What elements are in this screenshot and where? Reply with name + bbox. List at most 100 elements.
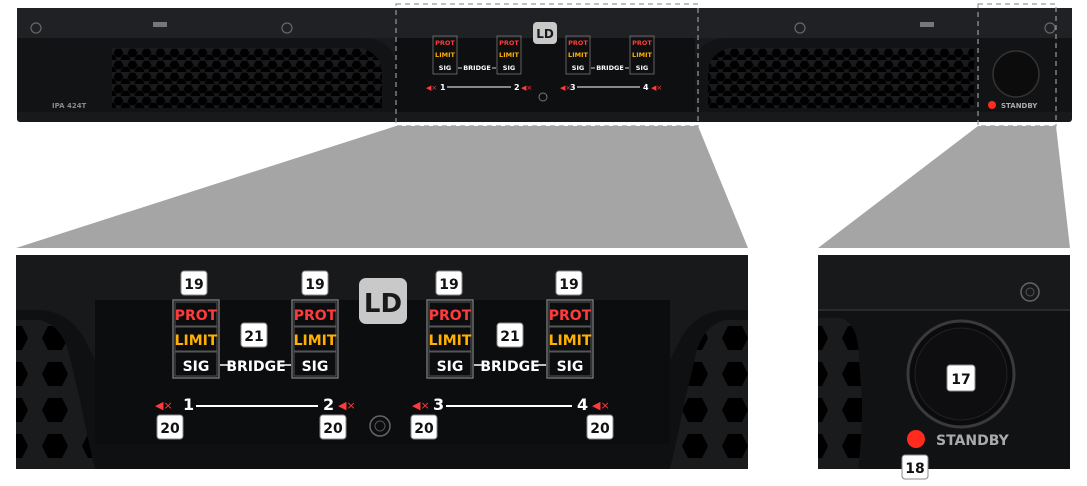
small-block-3: PROT LIMIT SIG — [565, 35, 591, 75]
callouts: 19 19 19 19 21 21 20 20 — [156, 270, 976, 480]
prot-label: PROT — [499, 39, 519, 47]
svg-text:20: 20 — [323, 421, 343, 437]
screw — [281, 22, 293, 34]
speaker-mute-icon[interactable]: ◀× — [412, 399, 430, 412]
channel-label-small: 3 — [570, 83, 576, 92]
prot-indicator: PROT — [294, 308, 337, 324]
model-label: IPA 424T — [52, 102, 87, 110]
zoomed-display-panel: LD PROT LIMIT SIG PROT LIMIT SIG PROT LI… — [16, 255, 748, 469]
speaker-mute-icon[interactable]: ◀× — [521, 84, 532, 92]
callout-20: 20 — [319, 414, 347, 440]
standby-label: STANDBY — [936, 433, 1010, 449]
prot-label: PROT — [435, 39, 455, 47]
svg-text:18: 18 — [905, 461, 924, 477]
callout-20: 20 — [156, 414, 184, 440]
small-block-4: PROT LIMIT SIG — [629, 35, 655, 75]
limit-label: LIMIT — [499, 51, 519, 59]
speaker-mute-icon[interactable]: ◀× — [338, 399, 356, 412]
prot-label: PROT — [568, 39, 588, 47]
speaker-mute-icon[interactable]: ◀× — [560, 84, 571, 92]
limit-label: LIMIT — [632, 51, 652, 59]
small-block-2: PROT LIMIT SIG — [496, 35, 522, 75]
channel-block-4: PROT LIMIT SIG — [546, 299, 594, 379]
callout-19: 19 — [435, 270, 463, 296]
callout-21: 21 — [240, 322, 268, 348]
sig-label: SIG — [439, 64, 451, 72]
prot-indicator: PROT — [549, 308, 592, 324]
standby-label-small: STANDBY — [1001, 102, 1038, 110]
prot-indicator: PROT — [429, 308, 472, 324]
svg-text:20: 20 — [414, 421, 434, 437]
speaker-mute-icon[interactable]: ◀× — [651, 84, 662, 92]
zoomed-right-vent — [670, 320, 748, 469]
channel-block-1: PROT LIMIT SIG — [172, 299, 220, 379]
speaker-mute-icon[interactable]: ◀× — [155, 399, 173, 412]
small-block-1: PROT LIMIT SIG — [432, 35, 458, 75]
channel-label-2: 2 — [323, 395, 334, 414]
speaker-mute-icon[interactable]: ◀× — [592, 399, 610, 412]
logo-badge-small — [533, 22, 557, 44]
prot-indicator: PROT — [175, 308, 218, 324]
svg-text:19: 19 — [559, 277, 578, 293]
limit-label: LIMIT — [435, 51, 455, 59]
svg-text:21: 21 — [500, 329, 519, 345]
channel-block-2: PROT LIMIT SIG — [291, 299, 339, 379]
callout-20: 20 — [586, 414, 614, 440]
zoom-region-display — [395, 3, 699, 127]
sig-label: SIG — [572, 64, 584, 72]
sig-indicator: SIG — [302, 359, 329, 375]
logo-small: LD — [536, 27, 554, 41]
sig-indicator: SIG — [437, 359, 464, 375]
bridge-indicator: BRIDGE — [480, 359, 539, 375]
screw — [794, 22, 806, 34]
screw — [538, 92, 548, 102]
zoomed-left-vent — [16, 320, 95, 469]
channel-label-small: 2 — [514, 83, 520, 92]
bridge-label-small: BRIDGE — [463, 64, 491, 72]
callout-19: 19 — [555, 270, 583, 296]
channel-label-small: 1 — [440, 83, 446, 92]
channel-label-4: 4 — [577, 395, 588, 414]
slot — [153, 22, 167, 27]
callout-19: 19 — [301, 270, 329, 296]
sig-label: SIG — [636, 64, 648, 72]
callout-18: 18 — [901, 454, 929, 480]
small-channel-blocks: PROT LIMIT SIG PROT LIMIT SIG PROT LIMIT… — [426, 35, 662, 92]
speaker-mute-icon[interactable]: ◀× — [426, 84, 437, 92]
right-vent-grille — [708, 48, 974, 108]
zoomed-standby-panel: STANDBY — [818, 255, 1070, 469]
sig-indicator: SIG — [557, 359, 584, 375]
bridge-indicator: BRIDGE — [226, 359, 285, 375]
callout-17: 17 — [946, 364, 976, 392]
channel-label-3: 3 — [433, 395, 444, 414]
standby-led — [907, 430, 925, 448]
zoomed-standby-vent — [818, 318, 862, 469]
sig-label: SIG — [503, 64, 515, 72]
svg-text:21: 21 — [244, 329, 263, 345]
screw — [1020, 282, 1040, 302]
zoom-projection-left — [16, 126, 748, 248]
svg-text:19: 19 — [184, 277, 203, 293]
prot-label: PROT — [632, 39, 652, 47]
callout-20: 20 — [410, 414, 438, 440]
amplifier-front-panel: IPA 424T STANDBY LD — [17, 8, 1072, 122]
screw — [1044, 22, 1056, 34]
svg-text:17: 17 — [951, 372, 970, 388]
limit-indicator: LIMIT — [294, 333, 337, 349]
svg-text:20: 20 — [160, 421, 180, 437]
power-knob-small[interactable] — [992, 50, 1040, 98]
logo-badge — [359, 278, 407, 324]
svg-text:20: 20 — [590, 421, 610, 437]
logo: LD — [364, 289, 402, 319]
limit-indicator: LIMIT — [175, 333, 218, 349]
limit-indicator: LIMIT — [549, 333, 592, 349]
zoom-projection-right — [818, 126, 1070, 248]
callout-19: 19 — [180, 270, 208, 296]
standby-led-small — [988, 101, 996, 109]
callout-21: 21 — [496, 322, 524, 348]
screw — [369, 415, 391, 437]
screw — [30, 22, 42, 34]
channel-block-3: PROT LIMIT SIG — [426, 299, 474, 379]
limit-indicator: LIMIT — [429, 333, 472, 349]
